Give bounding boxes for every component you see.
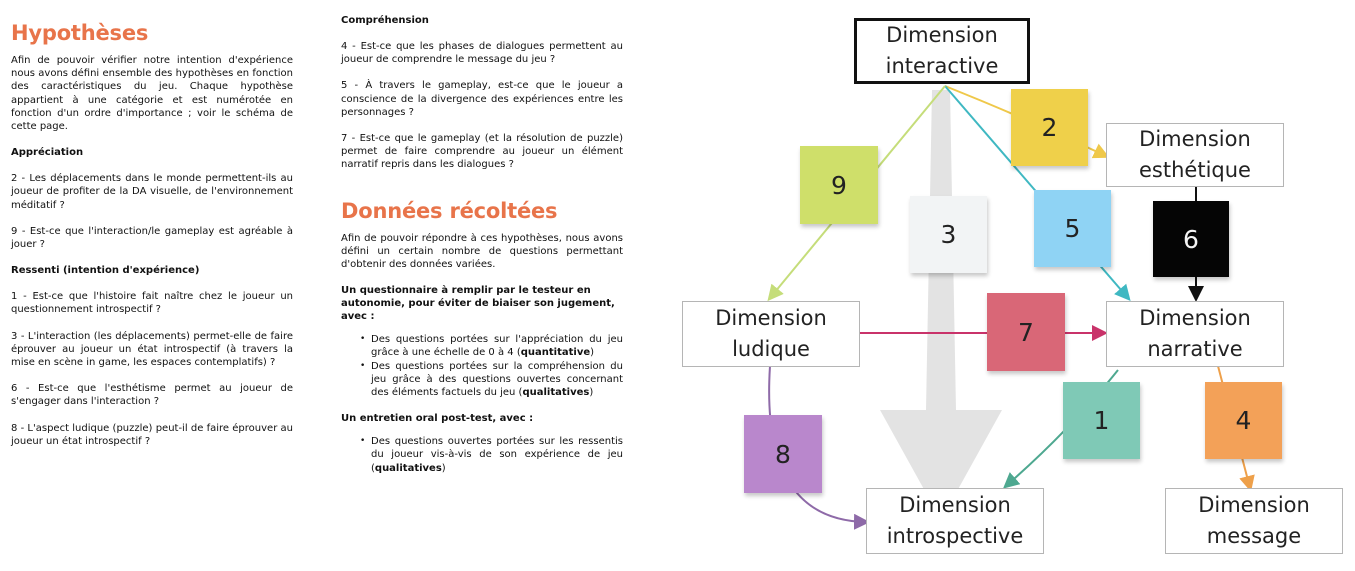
list-item: Des questions portées sur la compréhensi…	[360, 360, 623, 400]
hypothesis-9: 9 - Est-ce que l'interaction/le gameplay…	[11, 225, 293, 251]
sticky-note-1: 1	[1063, 382, 1140, 459]
hypothesis-5: 5 - À travers le gameplay, est-ce que le…	[341, 80, 623, 118]
sticky-note-4: 4	[1205, 382, 1282, 459]
donnees-intro: Afin de pouvoir répondre à ces hypothèse…	[341, 232, 623, 271]
middle-column: Compréhension 4 - Est-ce que les phases …	[341, 14, 623, 475]
list-item: Des questions ouvertes portées sur les r…	[360, 435, 623, 475]
hypothesis-6: 6 - Est-ce que l'esthétisme permet au jo…	[11, 383, 293, 408]
sticky-note-6: 6	[1153, 201, 1229, 277]
questionnaire-heading: Un questionnaire à remplir par le testeu…	[341, 285, 615, 323]
hypotheses-title: Hypothèses	[11, 21, 149, 45]
big-grey-arrow	[880, 90, 1002, 520]
questionnaire-list: Des questions portées sur l'appréciation…	[341, 333, 623, 399]
hypotheses-intro: Afin de pouvoir vérifier notre intention…	[11, 55, 293, 133]
entretien-list: Des questions ouvertes portées sur les r…	[341, 435, 623, 475]
sticky-note-5: 5	[1034, 190, 1111, 267]
hypothesis-1: 1 - Est-ce que l'histoire fait naître ch…	[11, 291, 293, 316]
ressenti-heading: Ressenti (intention d'expérience)	[11, 265, 200, 277]
sticky-note-8: 8	[744, 415, 822, 493]
hypothesis-2: 2 - Les déplacements dans le monde perme…	[11, 173, 293, 211]
comprehension-heading: Compréhension	[341, 15, 429, 26]
appreciation-heading: Appréciation	[11, 147, 84, 159]
hypothesis-8: 8 - L'aspect ludique (puzzle) peut-il de…	[11, 422, 293, 447]
hypotheses-column: Hypothèses Afin de pouvoir vérifier notr…	[11, 20, 293, 448]
donnees-title: Données récoltées	[341, 198, 558, 223]
hypothesis-4: 4 - Est-ce que les phases de dialogues p…	[341, 41, 623, 66]
hypothesis-3: 3 - L'interaction (les déplacements) per…	[11, 330, 293, 369]
sticky-note-2: 2	[1011, 89, 1088, 166]
sticky-note-3: 3	[910, 196, 987, 273]
entretien-heading: Un entretien oral post-test, avec :	[341, 413, 534, 425]
list-item: Des questions portées sur l'appréciation…	[360, 333, 623, 359]
hypothesis-7: 7 - Est-ce que le gameplay (et la résolu…	[341, 133, 623, 171]
sticky-note-7: 7	[987, 293, 1065, 371]
sticky-note-9: 9	[800, 146, 878, 224]
